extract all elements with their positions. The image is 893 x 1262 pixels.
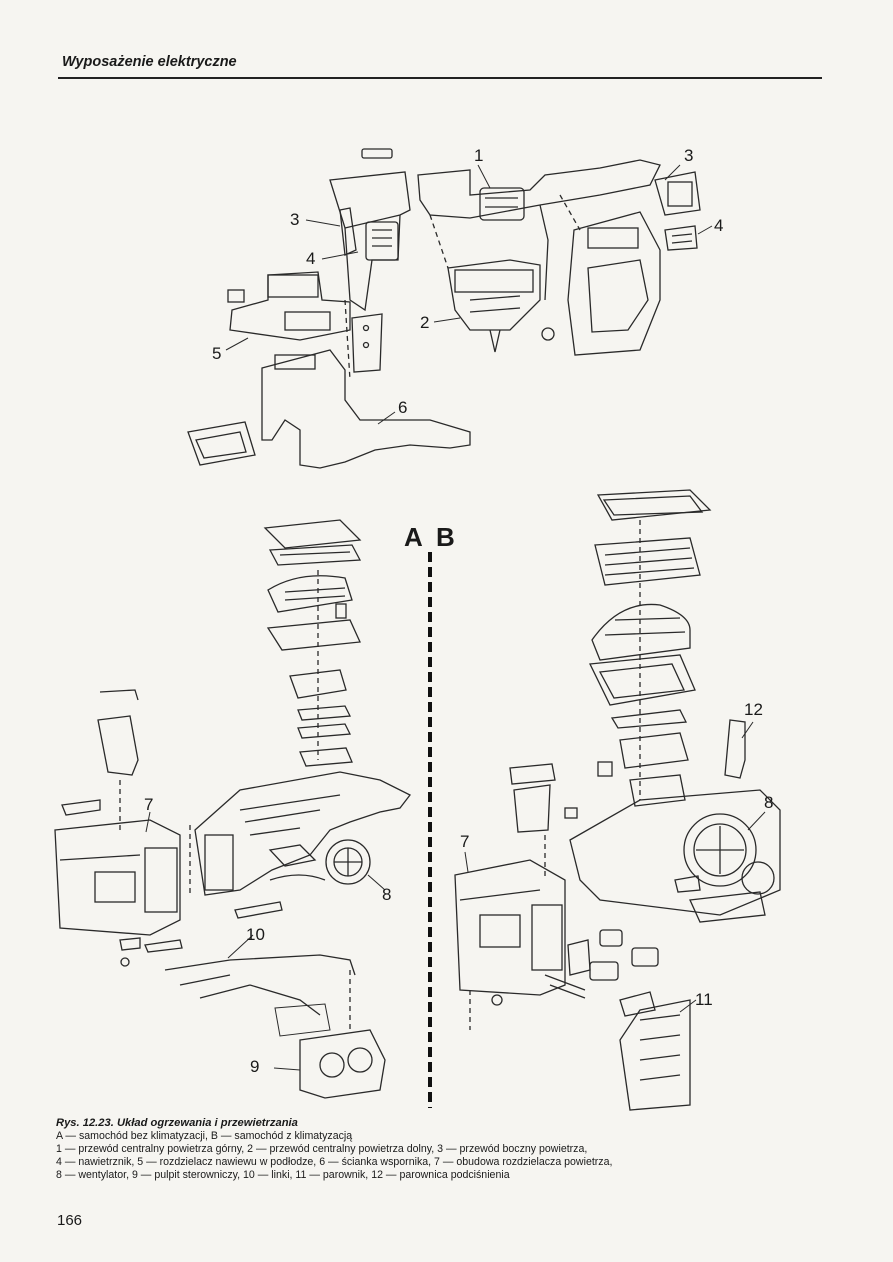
section-b-parts (454, 489, 781, 1111)
part-label-4-left: 4 (306, 249, 316, 268)
header-rule (58, 77, 822, 79)
part-label-4-right: 4 (714, 216, 724, 235)
part-label-8-b: 8 (764, 793, 774, 812)
dashboard-duct-assembly (187, 148, 701, 469)
caption-line: 1 — przewód centralny powietrza górny, 2… (56, 1143, 588, 1155)
leader-lines-top (225, 164, 713, 425)
running-header: Wyposażenie elektryczne (62, 54, 237, 70)
part-label-8-a: 8 (382, 885, 392, 904)
part-label-7-a: 7 (144, 795, 154, 814)
leader-lines-a (145, 811, 386, 1071)
caption-line: 8 — wentylator, 9 — pulpit sterowniczy, … (56, 1169, 510, 1181)
section-a-label: A (404, 522, 424, 552)
caption-line: A — samochód bez klimatyzacji, B — samoc… (56, 1130, 353, 1142)
part-label-6: 6 (398, 398, 408, 417)
page-number: 166 (57, 1212, 83, 1229)
part-label-5: 5 (212, 344, 222, 363)
part-label-1: 1 (474, 146, 484, 165)
leader-lines-b (464, 721, 766, 1013)
part-label-11: 11 (695, 990, 713, 1009)
part-label-2: 2 (420, 313, 430, 332)
part-label-9: 9 (250, 1057, 260, 1076)
section-b-label: B (436, 522, 456, 552)
caption-title: Rys. 12.23. Układ ogrzewania i przewietr… (56, 1117, 298, 1129)
part-label-3-left: 3 (290, 210, 300, 229)
caption-line: 4 — nawietrznik, 5 — rozdzielacz nawiewu… (56, 1156, 613, 1168)
part-label-12: 12 (744, 700, 763, 719)
part-label-10: 10 (246, 925, 265, 944)
figure-caption: Rys. 12.23. Układ ogrzewania i przewietr… (56, 1117, 836, 1182)
part-label-3-right: 3 (684, 146, 694, 165)
part-label-7-b: 7 (460, 832, 470, 851)
section-a-parts (54, 519, 411, 1099)
